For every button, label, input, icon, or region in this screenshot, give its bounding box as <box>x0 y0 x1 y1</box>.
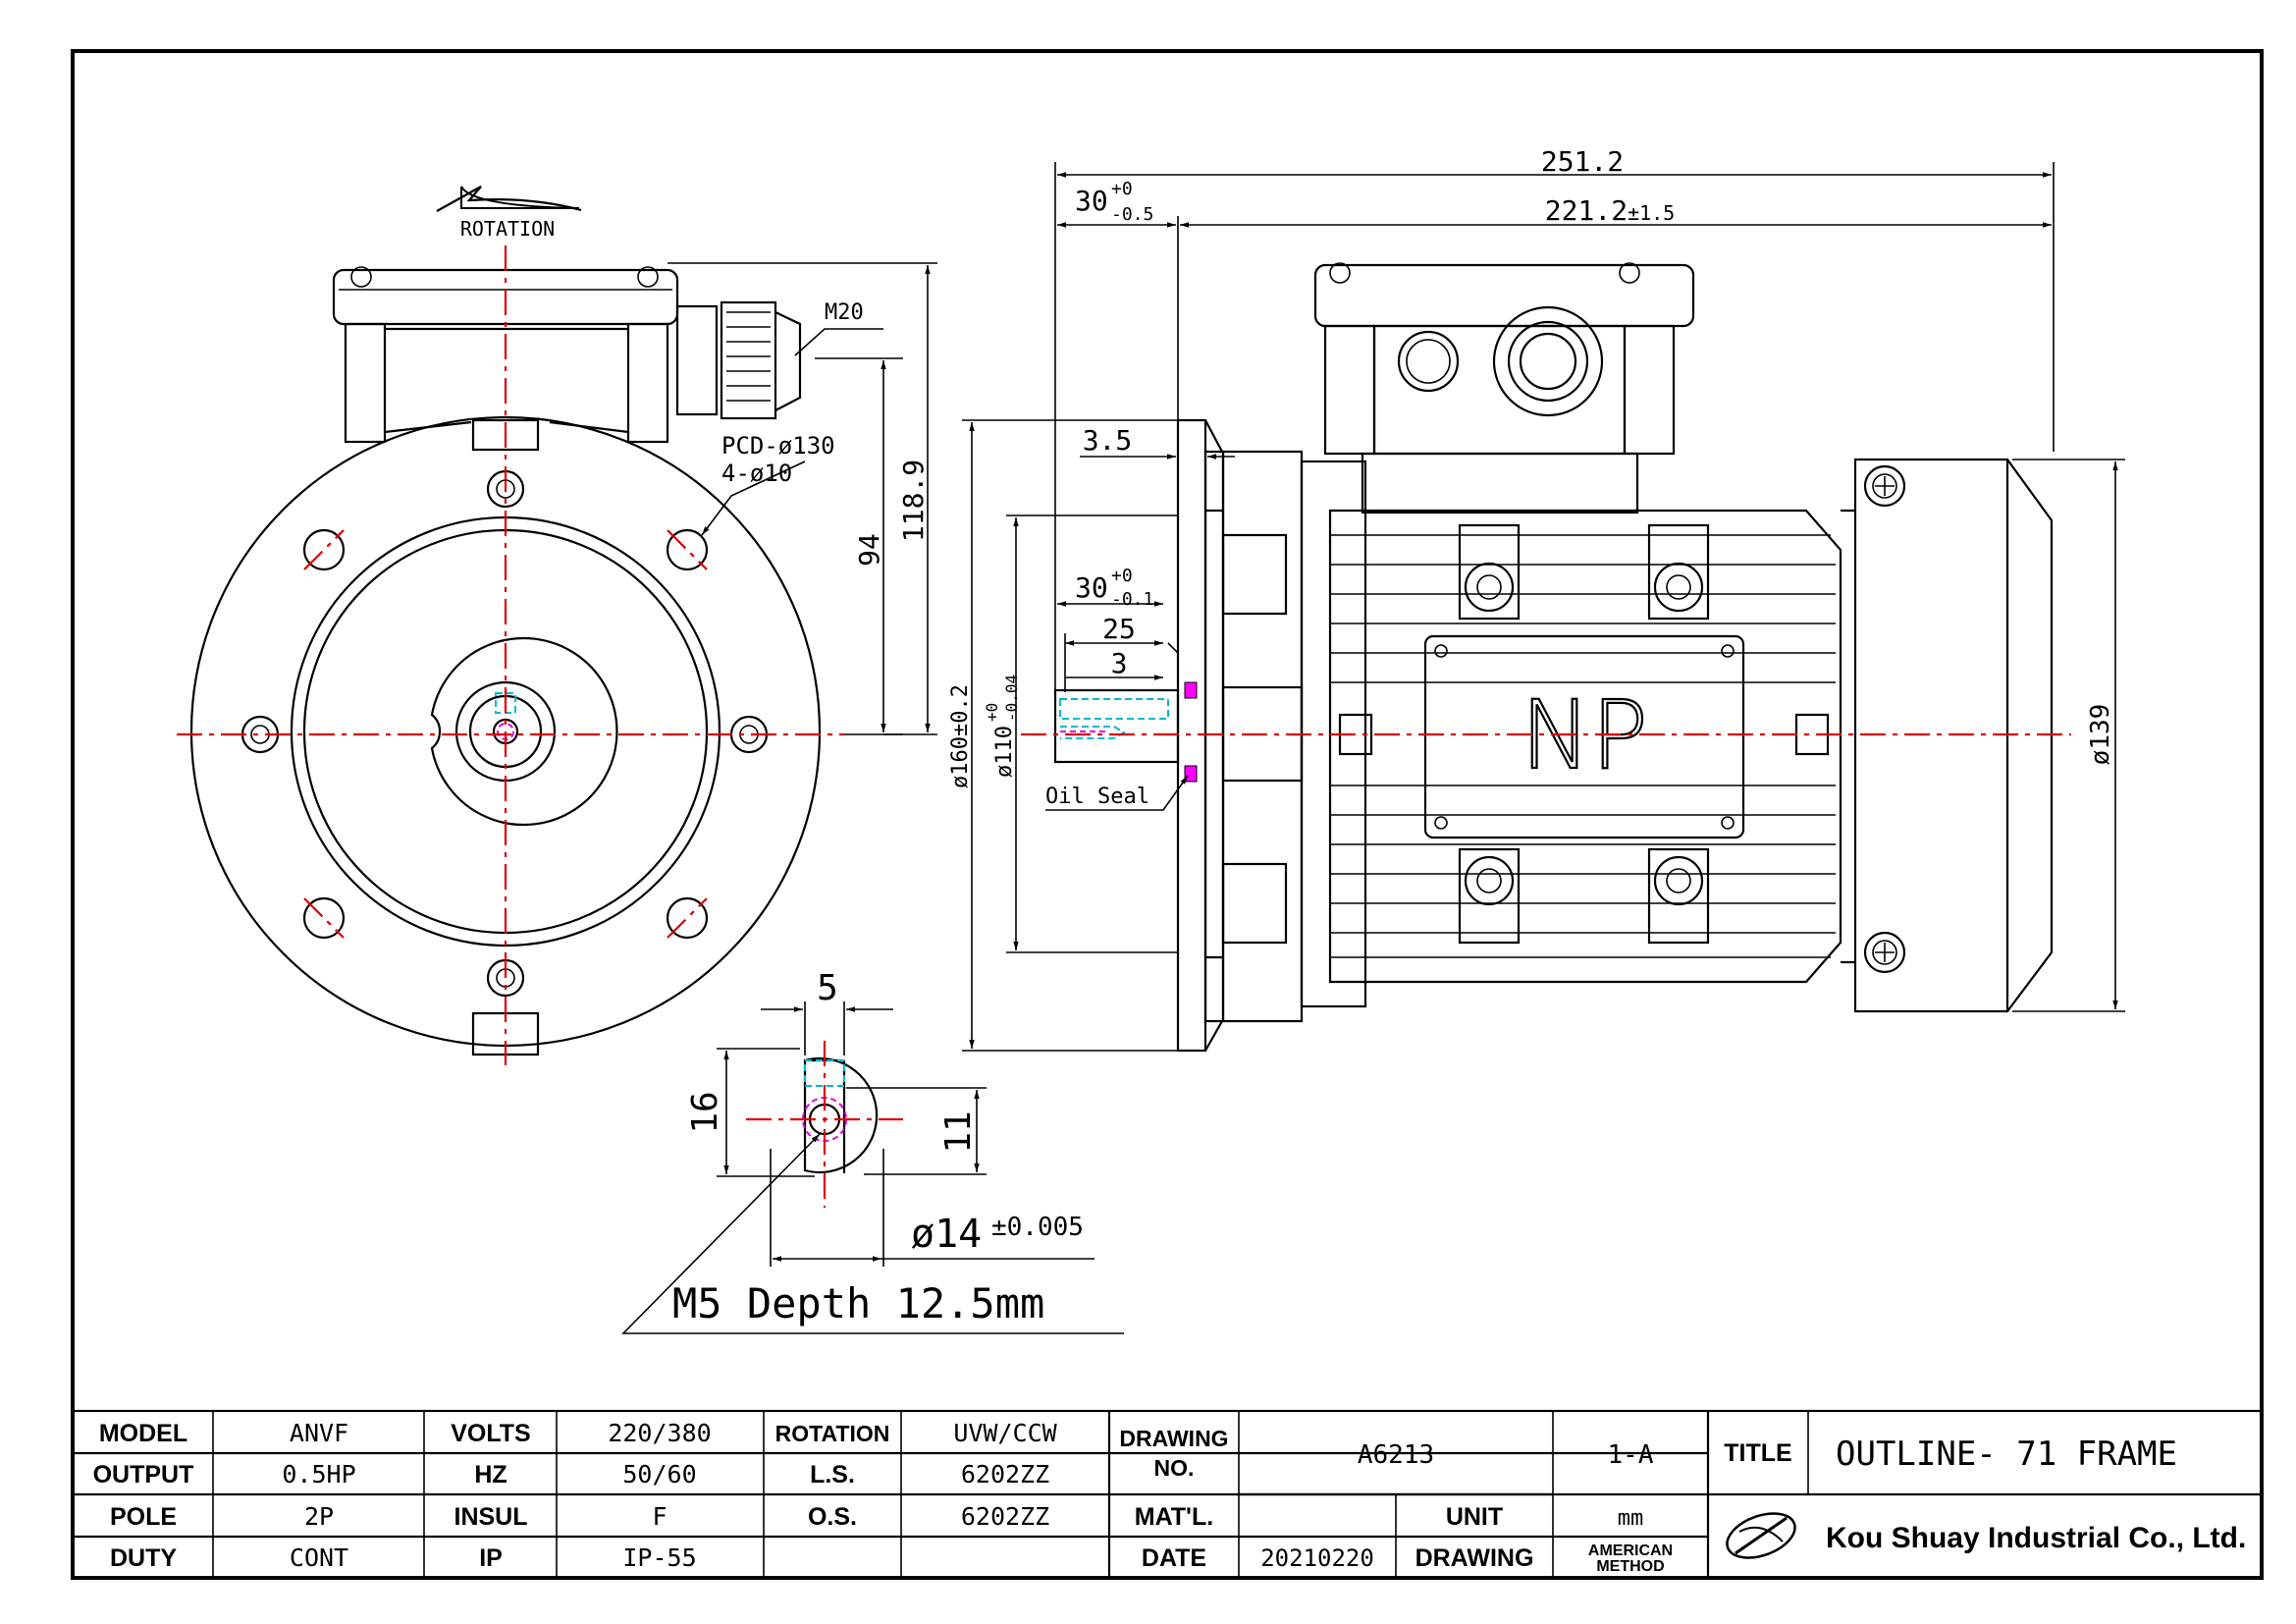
tb-date-label: DATE <box>1142 1544 1206 1572</box>
dim-3: 3 <box>1111 647 1128 679</box>
tb-method-1: AMERICAN <box>1588 1543 1673 1559</box>
dim-key-width: 5 <box>817 968 838 1008</box>
tb-unit-value: mm <box>1618 1506 1644 1531</box>
tb-matl-label: MAT'L. <box>1135 1503 1213 1531</box>
shaft-section: 5 16 11 ø14 ±0.005 M5 Depth 12.5mm <box>621 968 1124 1334</box>
tb-model-label: MODEL <box>99 1420 187 1447</box>
tb-output-label: OUTPUT <box>93 1461 194 1489</box>
dim-shaft-height: 16 <box>685 1091 725 1133</box>
cable-gland-side-icon <box>1492 305 1604 417</box>
tb-drawing-no-label-1: DRAWING <box>1119 1426 1228 1451</box>
tb-revision: 1-A <box>1608 1440 1654 1470</box>
dim-key-depth: 11 <box>938 1110 979 1153</box>
dim-frame-dia: ø139 <box>2086 704 2115 766</box>
tb-company: Kou Shuay Industrial Co., Ltd. <box>1826 1522 2246 1554</box>
tb-method-2: METHOD <box>1596 1558 1664 1575</box>
dim-shaft-tol-dn: -0.5 <box>1111 204 1153 225</box>
tb-output-value: 0.5HP <box>282 1460 355 1489</box>
tb-pole-label: POLE <box>110 1503 177 1531</box>
oil-seal-label: Oil Seal <box>1045 785 1149 809</box>
tb-title: OUTLINE- 71 FRAME <box>1836 1435 2177 1474</box>
tb-date-value: 20210220 <box>1260 1544 1374 1572</box>
dim-spigot: 30 <box>1075 571 1108 604</box>
tb-insul-label: INSUL <box>454 1503 528 1531</box>
dim-spigot-dia-dn: -0.04 <box>1002 675 1021 722</box>
tb-os-label: O.S. <box>808 1503 857 1531</box>
screw-icon <box>1863 464 1906 974</box>
tb-unit-label: UNIT <box>1446 1503 1503 1531</box>
title-block: MODEL ANVF VOLTS 220/380 ROTATION UVW/CC… <box>71 1409 2264 1580</box>
cable-gland-label: M20 <box>825 300 864 325</box>
dim-shaft-length: 30 <box>1075 185 1108 217</box>
rotation-label: ROTATION <box>460 217 555 241</box>
dim-spigot-dia: ø110 <box>992 726 1017 778</box>
dim-25: 25 <box>1102 613 1136 645</box>
tb-ls-value: 6202ZZ <box>961 1460 1049 1489</box>
tb-duty-value: CONT <box>290 1543 348 1572</box>
tb-model-value: ANVF <box>290 1419 348 1447</box>
tb-drawing-label: DRAWING <box>1415 1544 1534 1572</box>
dim-spigot-dia-up: +0 <box>983 703 1001 722</box>
tb-insul-value: F <box>652 1502 667 1531</box>
tb-drawing-no: A6213 <box>1358 1440 1434 1470</box>
tb-volts-label: VOLTS <box>451 1420 530 1447</box>
pcd-label: PCD-ø130 <box>721 432 835 460</box>
tb-volts-value: 220/380 <box>608 1419 711 1447</box>
dim-flange-dia: ø160±0.2 <box>948 684 973 788</box>
tb-drawing-no-label-2: NO. <box>1154 1455 1195 1481</box>
side-view: 251.2 221.2±1.5 30 +0 -0.5 <box>948 145 2125 1053</box>
dim-shaft-dia-tol: ±0.005 <box>991 1213 1084 1242</box>
boss-icon <box>1338 523 1830 945</box>
tb-os-value: 6202ZZ <box>961 1502 1049 1531</box>
cable-gland-icon <box>675 300 802 420</box>
tb-ls-label: L.S. <box>810 1461 855 1489</box>
tb-title-label: TITLE <box>1724 1439 1791 1467</box>
dim-overall-length: 251.2 <box>1541 145 1624 178</box>
tb-ip-label: IP <box>479 1544 503 1572</box>
dim-flange-thickness: 3.5 <box>1083 424 1133 457</box>
front-view: ROTATION M20 <box>177 186 937 1065</box>
company-logo-icon <box>1726 1512 1796 1559</box>
rotation-arrow-icon <box>436 186 582 212</box>
tb-rotation-label: ROTATION <box>775 1421 890 1446</box>
dim-spigot-tol-dn: -0.1 <box>1111 589 1153 610</box>
dim-body-length: 221.2±1.5 <box>1545 194 1675 227</box>
dim-spigot-tol-up: +0 <box>1111 566 1133 586</box>
tb-rotation-value: UVW/CCW <box>953 1419 1057 1447</box>
tb-ip-value: IP-55 <box>622 1543 696 1572</box>
dim-94: 94 <box>853 533 885 567</box>
holes-label: 4-ø10 <box>721 460 792 487</box>
mounting-hole-icon <box>302 528 709 940</box>
dim-shaft-tol-up: +0 <box>1111 179 1133 199</box>
drawing-border <box>71 49 2264 1580</box>
tb-pole-value: 2P <box>304 1502 334 1531</box>
nameplate <box>1423 634 1745 839</box>
tb-hz-value: 50/60 <box>622 1460 696 1489</box>
dim-118-9: 118.9 <box>897 460 930 542</box>
thread-label: M5 Depth 12.5mm <box>672 1279 1044 1327</box>
dim-shaft-dia: ø14 <box>911 1212 982 1257</box>
tb-duty-label: DUTY <box>110 1544 177 1572</box>
tb-hz-label: HZ <box>474 1461 507 1489</box>
